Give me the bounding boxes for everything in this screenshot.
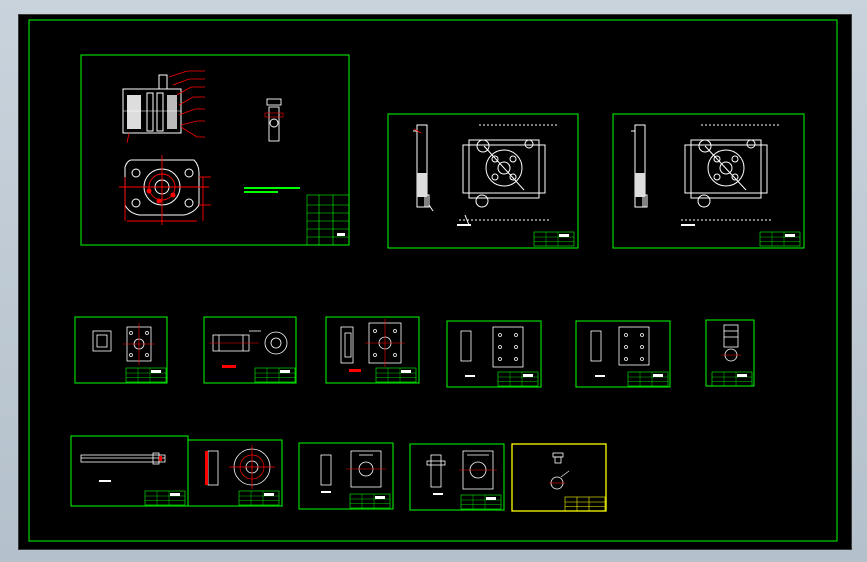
sheet-r2-6[interactable] [705,319,755,387]
drawing-canvas[interactable] [19,15,851,549]
sheet-r3-3[interactable] [298,442,394,510]
sheet-r3-4[interactable] [409,443,505,511]
sheet-r2-5[interactable] [575,320,671,388]
sheet-r3-2[interactable] [187,439,283,507]
drawing-border [28,19,838,542]
sheet-assembly-main[interactable] [80,54,350,246]
sheet-plate-drawing-b[interactable] [612,113,805,249]
sheet-r3-5[interactable] [511,443,607,512]
sheet-r2-1[interactable] [74,316,168,384]
sheet-plate-drawing-a[interactable] [387,113,579,249]
sheet-r2-2[interactable] [203,316,297,384]
sheet-r2-3[interactable] [325,316,420,384]
sheet-r2-4[interactable] [446,320,542,388]
sheet-r3-1[interactable] [70,435,189,507]
cad-drawing-viewport[interactable] [18,14,852,550]
